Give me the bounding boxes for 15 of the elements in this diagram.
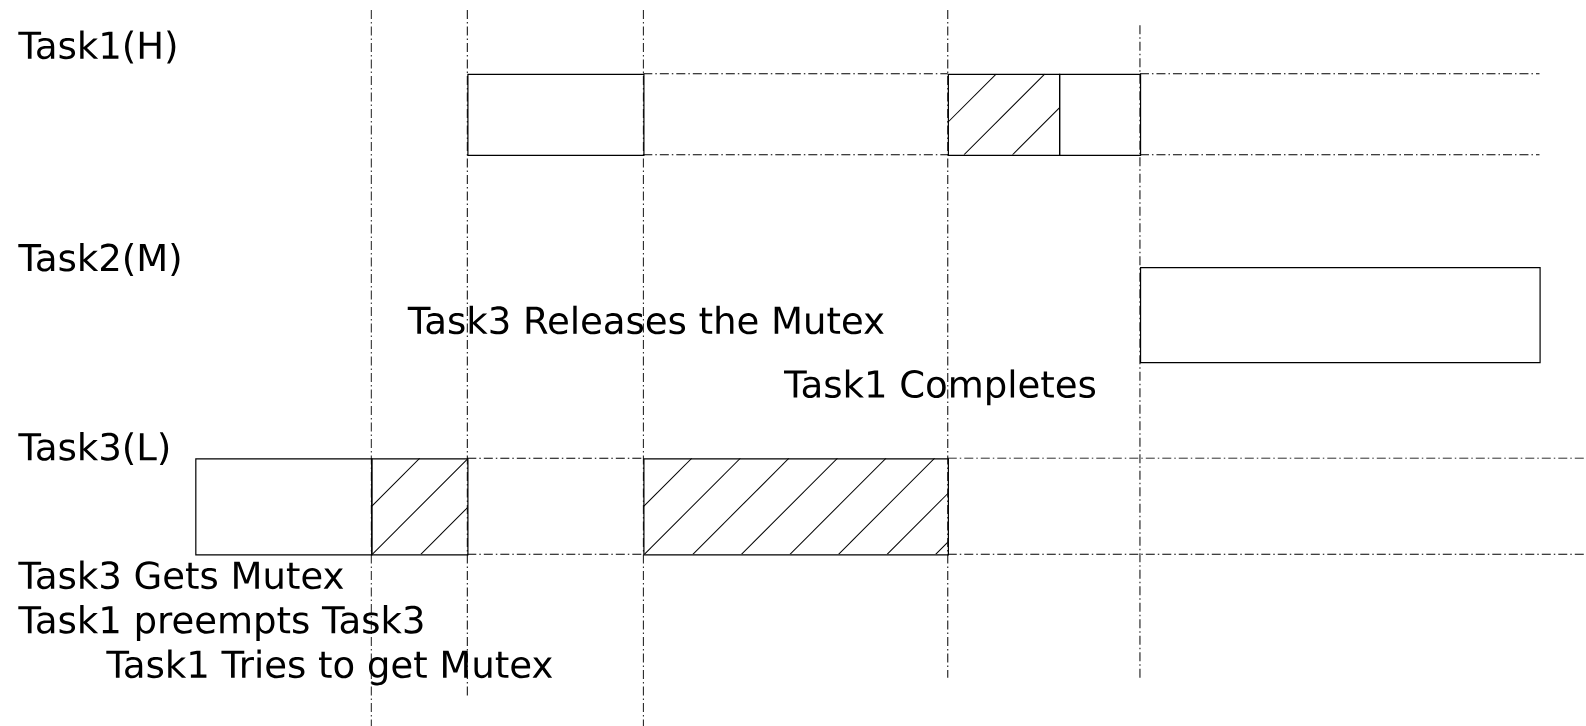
task-label: Task3 Releases the Mutex (407, 305, 884, 335)
task-label: Task1 preempts Task3 (18, 605, 423, 641)
hatched-box (643, 458, 949, 556)
hatched-box (947, 73, 1061, 156)
task-label: Task3(L) (18, 432, 169, 466)
task-box (1139, 267, 1541, 364)
task-label: Task2(M) (18, 243, 180, 276)
task-label: Task1 Tries to get Mutex (106, 649, 553, 686)
task-label: Task1(H) (18, 30, 176, 64)
task-box (1059, 73, 1142, 156)
hatched-box (371, 458, 469, 556)
task-box (467, 73, 645, 156)
task-label: Task3 Gets Mutex (18, 560, 344, 590)
task-box (195, 458, 373, 556)
task-label: Task1 Completes (784, 369, 1096, 406)
